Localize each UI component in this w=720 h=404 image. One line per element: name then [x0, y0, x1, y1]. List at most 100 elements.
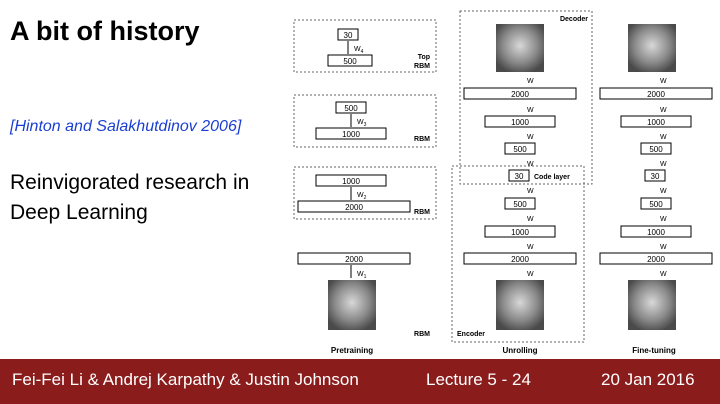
encoder-box [451, 165, 585, 343]
autoencoder-diagram: 30 W4 500 Top RBM 500 W3 1000 RBM 1000 W… [293, 10, 713, 355]
svg-text:W3: W3 [357, 119, 367, 128]
footer-authors: Fei-Fei Li & Andrej Karpathy & Justin Jo… [12, 370, 359, 389]
code-layer-label: Code layer [534, 174, 570, 181]
svg-text:W: W [527, 161, 534, 168]
svg-text:W: W [660, 134, 667, 141]
svg-text:W: W [660, 188, 667, 195]
decoder-layer-1000-label: 1000 [511, 118, 529, 127]
slide-body: Reinvigorated research in Deep Learning [10, 168, 300, 228]
svg-text:W2: W2 [357, 192, 367, 201]
rbm2-lower-layer [297, 200, 411, 213]
rbm-top-lower-label: 500 [343, 57, 357, 66]
ft-layer-1000-bottom [620, 225, 692, 238]
body-line-2: Deep Learning [10, 201, 148, 224]
rbm-top-weight: W [354, 46, 361, 53]
svg-text:W: W [660, 216, 667, 223]
rbm1-upper-label: 2000 [345, 255, 363, 264]
finetuning-column: W 2000 W 1000 W 500 W 30 W 500 W 1000 W … [599, 24, 713, 355]
svg-text:W: W [660, 161, 667, 168]
unrolling-input-face [496, 280, 544, 330]
pretraining-face-image [328, 280, 376, 330]
slide-title: A bit of history [10, 16, 200, 46]
svg-text:W: W [660, 107, 667, 114]
svg-text:30: 30 [651, 172, 660, 181]
decoder-box [459, 10, 593, 185]
rbm3-box [293, 94, 437, 148]
rbm-top-label2: RBM [414, 63, 430, 70]
decoder-label: Decoder [560, 16, 588, 23]
svg-text:W: W [660, 78, 667, 85]
ft-layer-2000-top [599, 87, 713, 100]
rbm2-label: RBM [414, 209, 430, 216]
svg-text:W: W [660, 244, 667, 251]
svg-text:W: W [527, 134, 534, 141]
encoder-layer-1000 [484, 225, 556, 238]
rbm3-lower-layer [315, 127, 387, 140]
svg-text:500: 500 [649, 200, 663, 209]
rbm1-label: RBM [414, 331, 430, 338]
decoder-layer-500 [504, 142, 536, 155]
encoder-layer-1000-label: 1000 [511, 228, 529, 237]
finetuning-caption: Fine-tuning [632, 346, 676, 355]
rbm2-box [293, 166, 437, 220]
encoder-layer-500-label: 500 [513, 200, 527, 209]
svg-text:W: W [660, 271, 667, 278]
ft-layer-1000-top [620, 115, 692, 128]
citation: [Hinton and Salakhutdinov 2006] [10, 118, 242, 135]
rbm3-upper-layer [335, 101, 367, 114]
rbm2-upper-layer [315, 174, 387, 187]
finetuning-output-face [628, 24, 676, 72]
rbm1-weight-sub: 1 [364, 274, 367, 280]
svg-text:W1: W1 [357, 271, 367, 280]
rbm3-weight-sub: 3 [364, 122, 367, 128]
svg-text:W: W [527, 244, 534, 251]
svg-text:2000: 2000 [647, 90, 665, 99]
footer-date: 20 Jan 2016 [601, 370, 695, 389]
svg-text:500: 500 [649, 145, 663, 154]
svg-text:W: W [527, 78, 534, 85]
svg-text:1000: 1000 [647, 118, 665, 127]
decoder-layer-2000 [463, 87, 577, 100]
unrolling-output-face [496, 24, 544, 72]
rbm2-lower-label: 2000 [345, 203, 363, 212]
rbm-top-weight-sub: 4 [361, 49, 364, 55]
decoder-layer-2000-label: 2000 [511, 90, 529, 99]
rbm2-weight-sub: 2 [364, 195, 367, 201]
svg-text:2000: 2000 [647, 255, 665, 264]
ft-layer-500-bottom [640, 197, 672, 210]
footer-bar [0, 359, 720, 404]
finetuning-input-face [628, 280, 676, 330]
rbm3-upper-label: 500 [344, 104, 358, 113]
encoder-layer-2000 [463, 252, 577, 265]
ft-code-layer [644, 169, 666, 182]
rbm3-lower-label: 1000 [342, 130, 360, 139]
rbm-top-label1: Top [418, 54, 430, 61]
rbm2-weight: W [357, 192, 364, 199]
rbm3-weight: W [357, 119, 364, 126]
rbm-top-upper-layer [337, 28, 359, 41]
code-layer [508, 169, 530, 182]
rbm-top-upper-label: 30 [344, 31, 353, 40]
svg-text:W: W [527, 107, 534, 114]
svg-text:W: W [527, 271, 534, 278]
svg-text:W: W [527, 188, 534, 195]
unrolling-column: Decoder W 2000 W 1000 W 500 W 30 Code la… [451, 10, 593, 355]
pretraining-column: 30 W4 500 Top RBM 500 W3 1000 RBM 1000 W… [293, 19, 437, 355]
rbm1-upper-layer [297, 252, 411, 265]
rbm1-weight: W [357, 271, 364, 278]
svg-text:W: W [527, 216, 534, 223]
ft-layer-500-top [640, 142, 672, 155]
footer-lecture: Lecture 5 - 24 [426, 370, 531, 389]
encoder-layer-500 [504, 197, 536, 210]
svg-text:W4: W4 [354, 46, 364, 55]
unrolling-caption: Unrolling [502, 346, 537, 355]
rbm-top-lower-layer [327, 54, 373, 67]
rbm3-label: RBM [414, 136, 430, 143]
decoder-layer-500-label: 500 [513, 145, 527, 154]
encoder-label: Encoder [457, 331, 485, 338]
ft-layer-2000-bottom [599, 252, 713, 265]
encoder-layer-2000-label: 2000 [511, 255, 529, 264]
pretraining-caption: Pretraining [331, 346, 373, 355]
code-layer-value: 30 [515, 172, 524, 181]
rbm-top-box [293, 19, 437, 73]
